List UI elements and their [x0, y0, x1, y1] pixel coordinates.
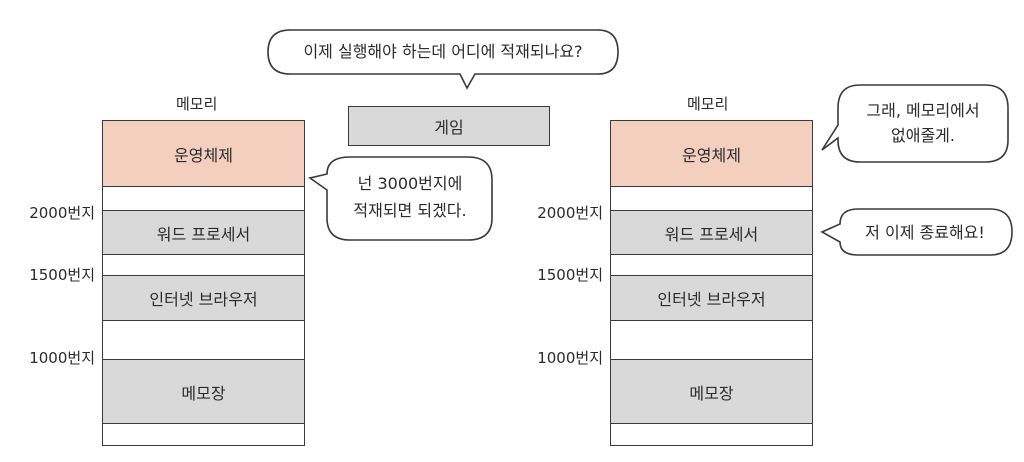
middle-bubble-outline [308, 156, 493, 241]
right-top-bubble-line1: 그래, 메모리에서 [866, 101, 980, 120]
right-empty-segment-3 [611, 320, 812, 359]
top-bubble-text: 이제 실행해야 하는데 어디에 적재되나요? [303, 42, 583, 61]
right-address-2000: 2000번지 [537, 204, 603, 222]
game-label: 게임 [434, 118, 464, 137]
right-notepad-segment: 메모장 [611, 359, 812, 423]
left-notepad-label: 메모장 [181, 383, 226, 403]
left-address-1000: 1000번지 [29, 349, 95, 367]
right-top-bubble-outline [821, 84, 1009, 163]
right-browser-label: 인터넷 브라우저 [657, 290, 766, 309]
left-address-1500: 1500번지 [29, 266, 95, 284]
left-empty-segment-3 [103, 320, 304, 359]
top-bubble-outline [267, 29, 619, 90]
left-memory-title: 메모리 [176, 95, 218, 113]
right-os-label: 운영체제 [682, 145, 741, 165]
middle-bubble-line2: 적재되면 되겠다. [353, 201, 467, 220]
right-memory-title: 메모리 [687, 95, 729, 113]
right-empty-segment-4 [611, 423, 812, 444]
right-mid-bubble-outline [820, 208, 1013, 256]
right-empty-segment-1 [611, 186, 812, 210]
left-os-segment: 운영체제 [103, 121, 304, 186]
left-memory-block: 운영체제 워드 프로세서 인터넷 브라우저 메모장 [102, 120, 305, 446]
right-address-1500: 1500번지 [537, 266, 603, 284]
left-browser-label: 인터넷 브라우저 [149, 290, 258, 309]
left-empty-segment-4 [103, 423, 304, 444]
game-block: 게임 [348, 106, 550, 146]
left-empty-segment-2 [103, 254, 304, 275]
right-word-processor-label: 워드 프로세서 [664, 224, 759, 244]
right-os-segment: 운영체제 [611, 121, 812, 186]
right-empty-segment-2 [611, 254, 812, 275]
left-word-processor-label: 워드 프로세서 [156, 224, 251, 244]
left-notepad-segment: 메모장 [103, 359, 304, 423]
left-os-label: 운영체제 [174, 145, 233, 165]
left-browser-segment: 인터넷 브라우저 [103, 275, 304, 320]
right-notepad-label: 메모장 [689, 383, 734, 403]
right-word-processor-segment: 워드 프로세서 [611, 210, 812, 254]
left-address-2000: 2000번지 [29, 204, 95, 222]
right-address-1000: 1000번지 [537, 349, 603, 367]
right-browser-segment: 인터넷 브라우저 [611, 275, 812, 320]
middle-bubble-line1: 넌 3000번지에 [357, 174, 463, 193]
left-empty-segment-1 [103, 186, 304, 210]
right-mid-bubble-text: 저 이제 종료해요! [865, 223, 985, 242]
right-top-bubble-line2: 없애줄게. [891, 126, 955, 145]
left-word-processor-segment: 워드 프로세서 [103, 210, 304, 254]
right-memory-block: 운영체제 워드 프로세서 인터넷 브라우저 메모장 [610, 120, 813, 446]
